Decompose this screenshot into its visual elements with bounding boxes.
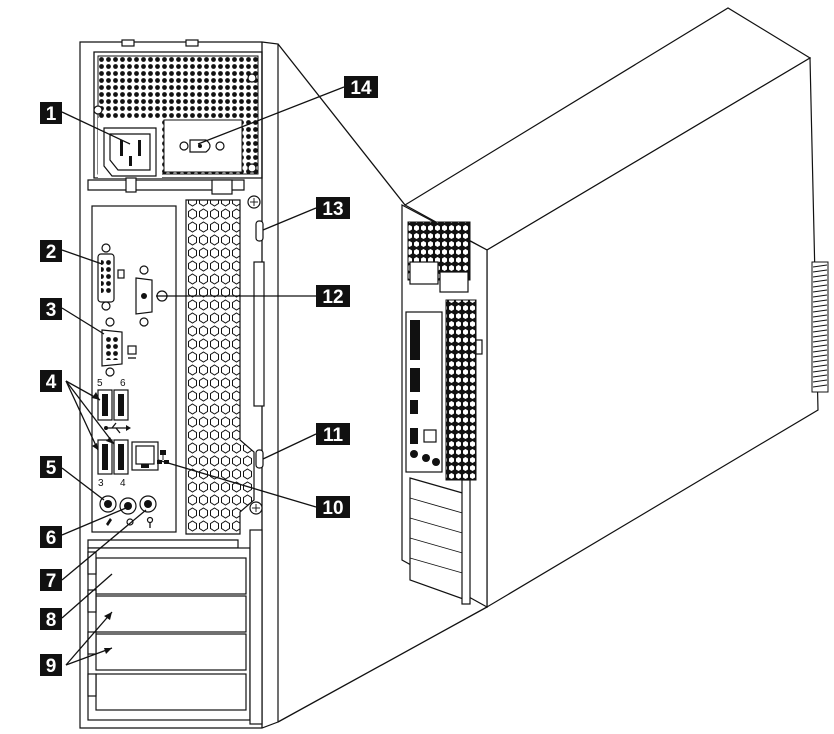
pci-slot-icon (87, 673, 247, 711)
callout-number: 3 (46, 300, 57, 321)
pci-slot-area (87, 529, 263, 725)
usb-port-number: 4 (120, 478, 126, 489)
usb-port-group-top: 5 6 (97, 378, 129, 421)
audio-jack-icon (99, 495, 157, 528)
callout-number: 2 (46, 242, 57, 263)
callout-number: 13 (322, 199, 343, 220)
usb-port-group-bottom: 3 4 (97, 439, 129, 489)
pci-slot-icon (87, 551, 247, 595)
callout-4: 4 (40, 370, 62, 393)
callout-7: 7 (40, 569, 62, 592)
dvi-port-icon (97, 243, 125, 311)
callout-number: 9 (46, 656, 57, 677)
power-connector-icon (103, 127, 157, 177)
usb-port-number: 6 (120, 378, 126, 389)
callout-number: 5 (46, 458, 57, 479)
callout-6: 6 (40, 526, 62, 549)
callout-number: 12 (322, 287, 343, 308)
callout-number: 6 (46, 528, 57, 549)
callout-9: 9 (40, 654, 62, 677)
pci-slot-icon (87, 631, 247, 671)
callout-number: 4 (46, 372, 57, 393)
hex-vent-grille (185, 199, 255, 535)
callout-13: 13 (316, 197, 350, 220)
side-vent-grille (811, 261, 829, 393)
rear-panel: 5 6 3 4 (79, 39, 279, 729)
pci-slot-icon (87, 589, 247, 633)
usb-port-number: 5 (97, 378, 103, 389)
callout-11: 11 (316, 423, 350, 446)
callout-3: 3 (40, 298, 62, 321)
callout-1: 1 (40, 102, 62, 125)
callout-number: 14 (350, 78, 372, 99)
serial-port-icon (135, 265, 168, 327)
ethernet-port-icon (131, 441, 169, 471)
callout-14: 14 (344, 76, 378, 99)
perspective-line-top (277, 43, 406, 206)
callout-number: 8 (46, 610, 57, 631)
perspective-line-bottom (277, 606, 488, 723)
callout-number: 10 (322, 498, 343, 519)
usb-port-number: 3 (98, 478, 104, 489)
cable-lock-slot-icon (255, 449, 264, 469)
leader-lines (61, 86, 345, 666)
callout-number: 7 (46, 571, 57, 592)
vga-port-icon (101, 317, 137, 377)
callout-2: 2 (40, 240, 62, 263)
callout-number: 11 (323, 425, 344, 446)
callout-5: 5 (40, 456, 62, 479)
callout-number: 1 (46, 104, 57, 125)
security-lock-slot-icon (255, 220, 264, 242)
computer-case-perspective (401, 7, 829, 609)
callout-8: 8 (40, 608, 62, 631)
usb-symbol-icon (104, 422, 131, 434)
callout-12: 12 (316, 285, 350, 308)
callout-10: 10 (316, 496, 350, 519)
